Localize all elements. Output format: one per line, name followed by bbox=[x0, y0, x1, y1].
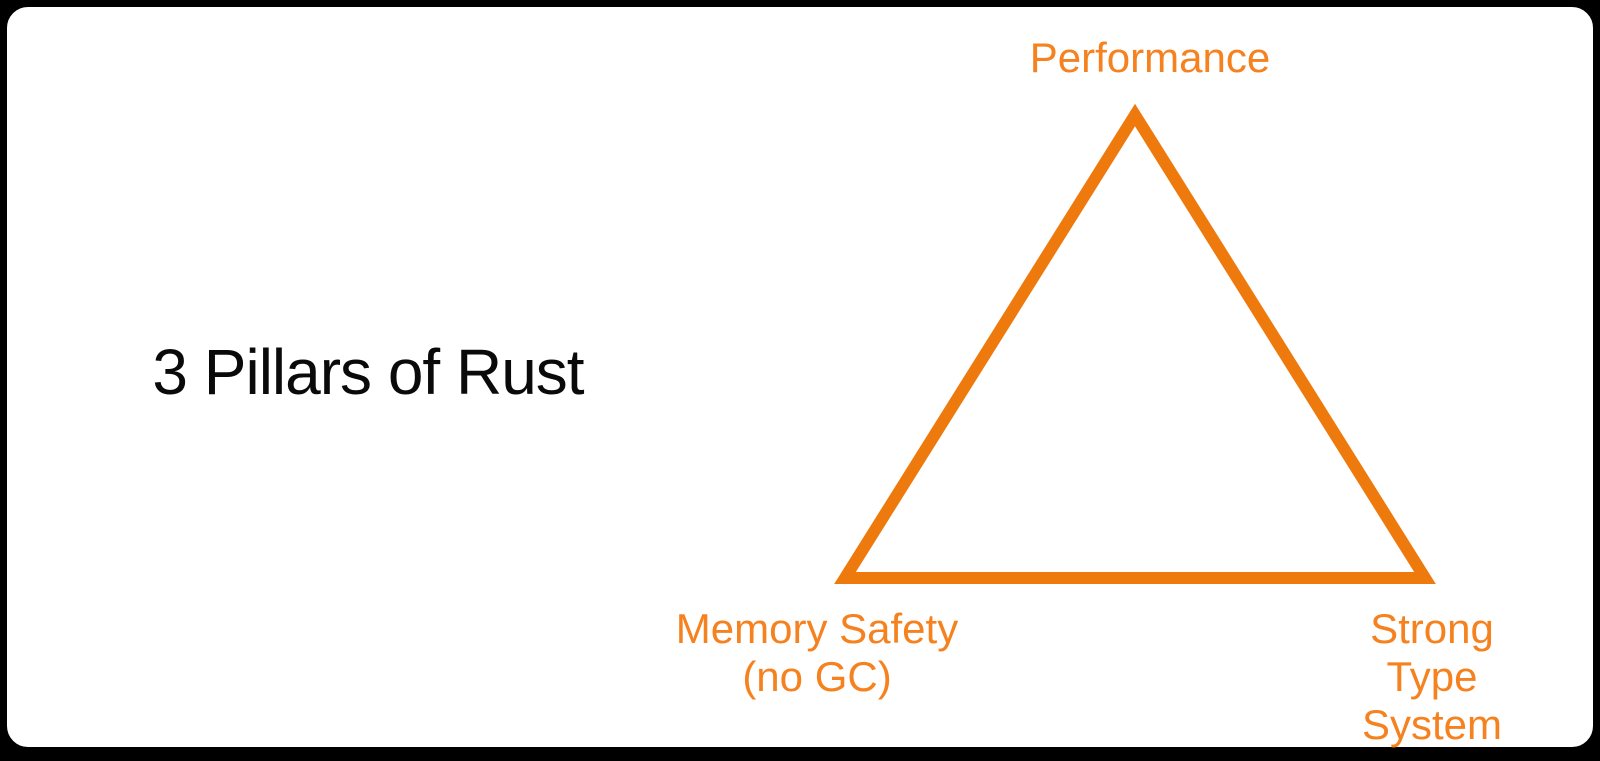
pillar-label-strong-type-system: Strong Type System bbox=[1361, 605, 1503, 748]
pillar-label-performance: Performance bbox=[1029, 34, 1271, 81]
pillar-label-memory-safety: Memory Safety (no GC) bbox=[675, 605, 959, 700]
page-title: 3 Pillars of Rust bbox=[152, 336, 584, 408]
triangle-shape bbox=[834, 103, 1436, 584]
